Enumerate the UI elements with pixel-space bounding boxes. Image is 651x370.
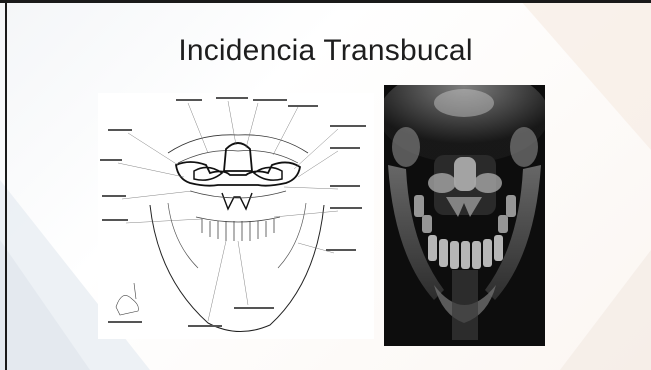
slide-title: Incidencia Transbucal bbox=[0, 34, 651, 68]
diagram-drawing bbox=[98, 93, 374, 339]
xray-drawing bbox=[384, 85, 545, 346]
slide-top-border bbox=[0, 0, 651, 3]
xray-image bbox=[384, 85, 545, 346]
anatomical-diagram bbox=[98, 93, 374, 339]
